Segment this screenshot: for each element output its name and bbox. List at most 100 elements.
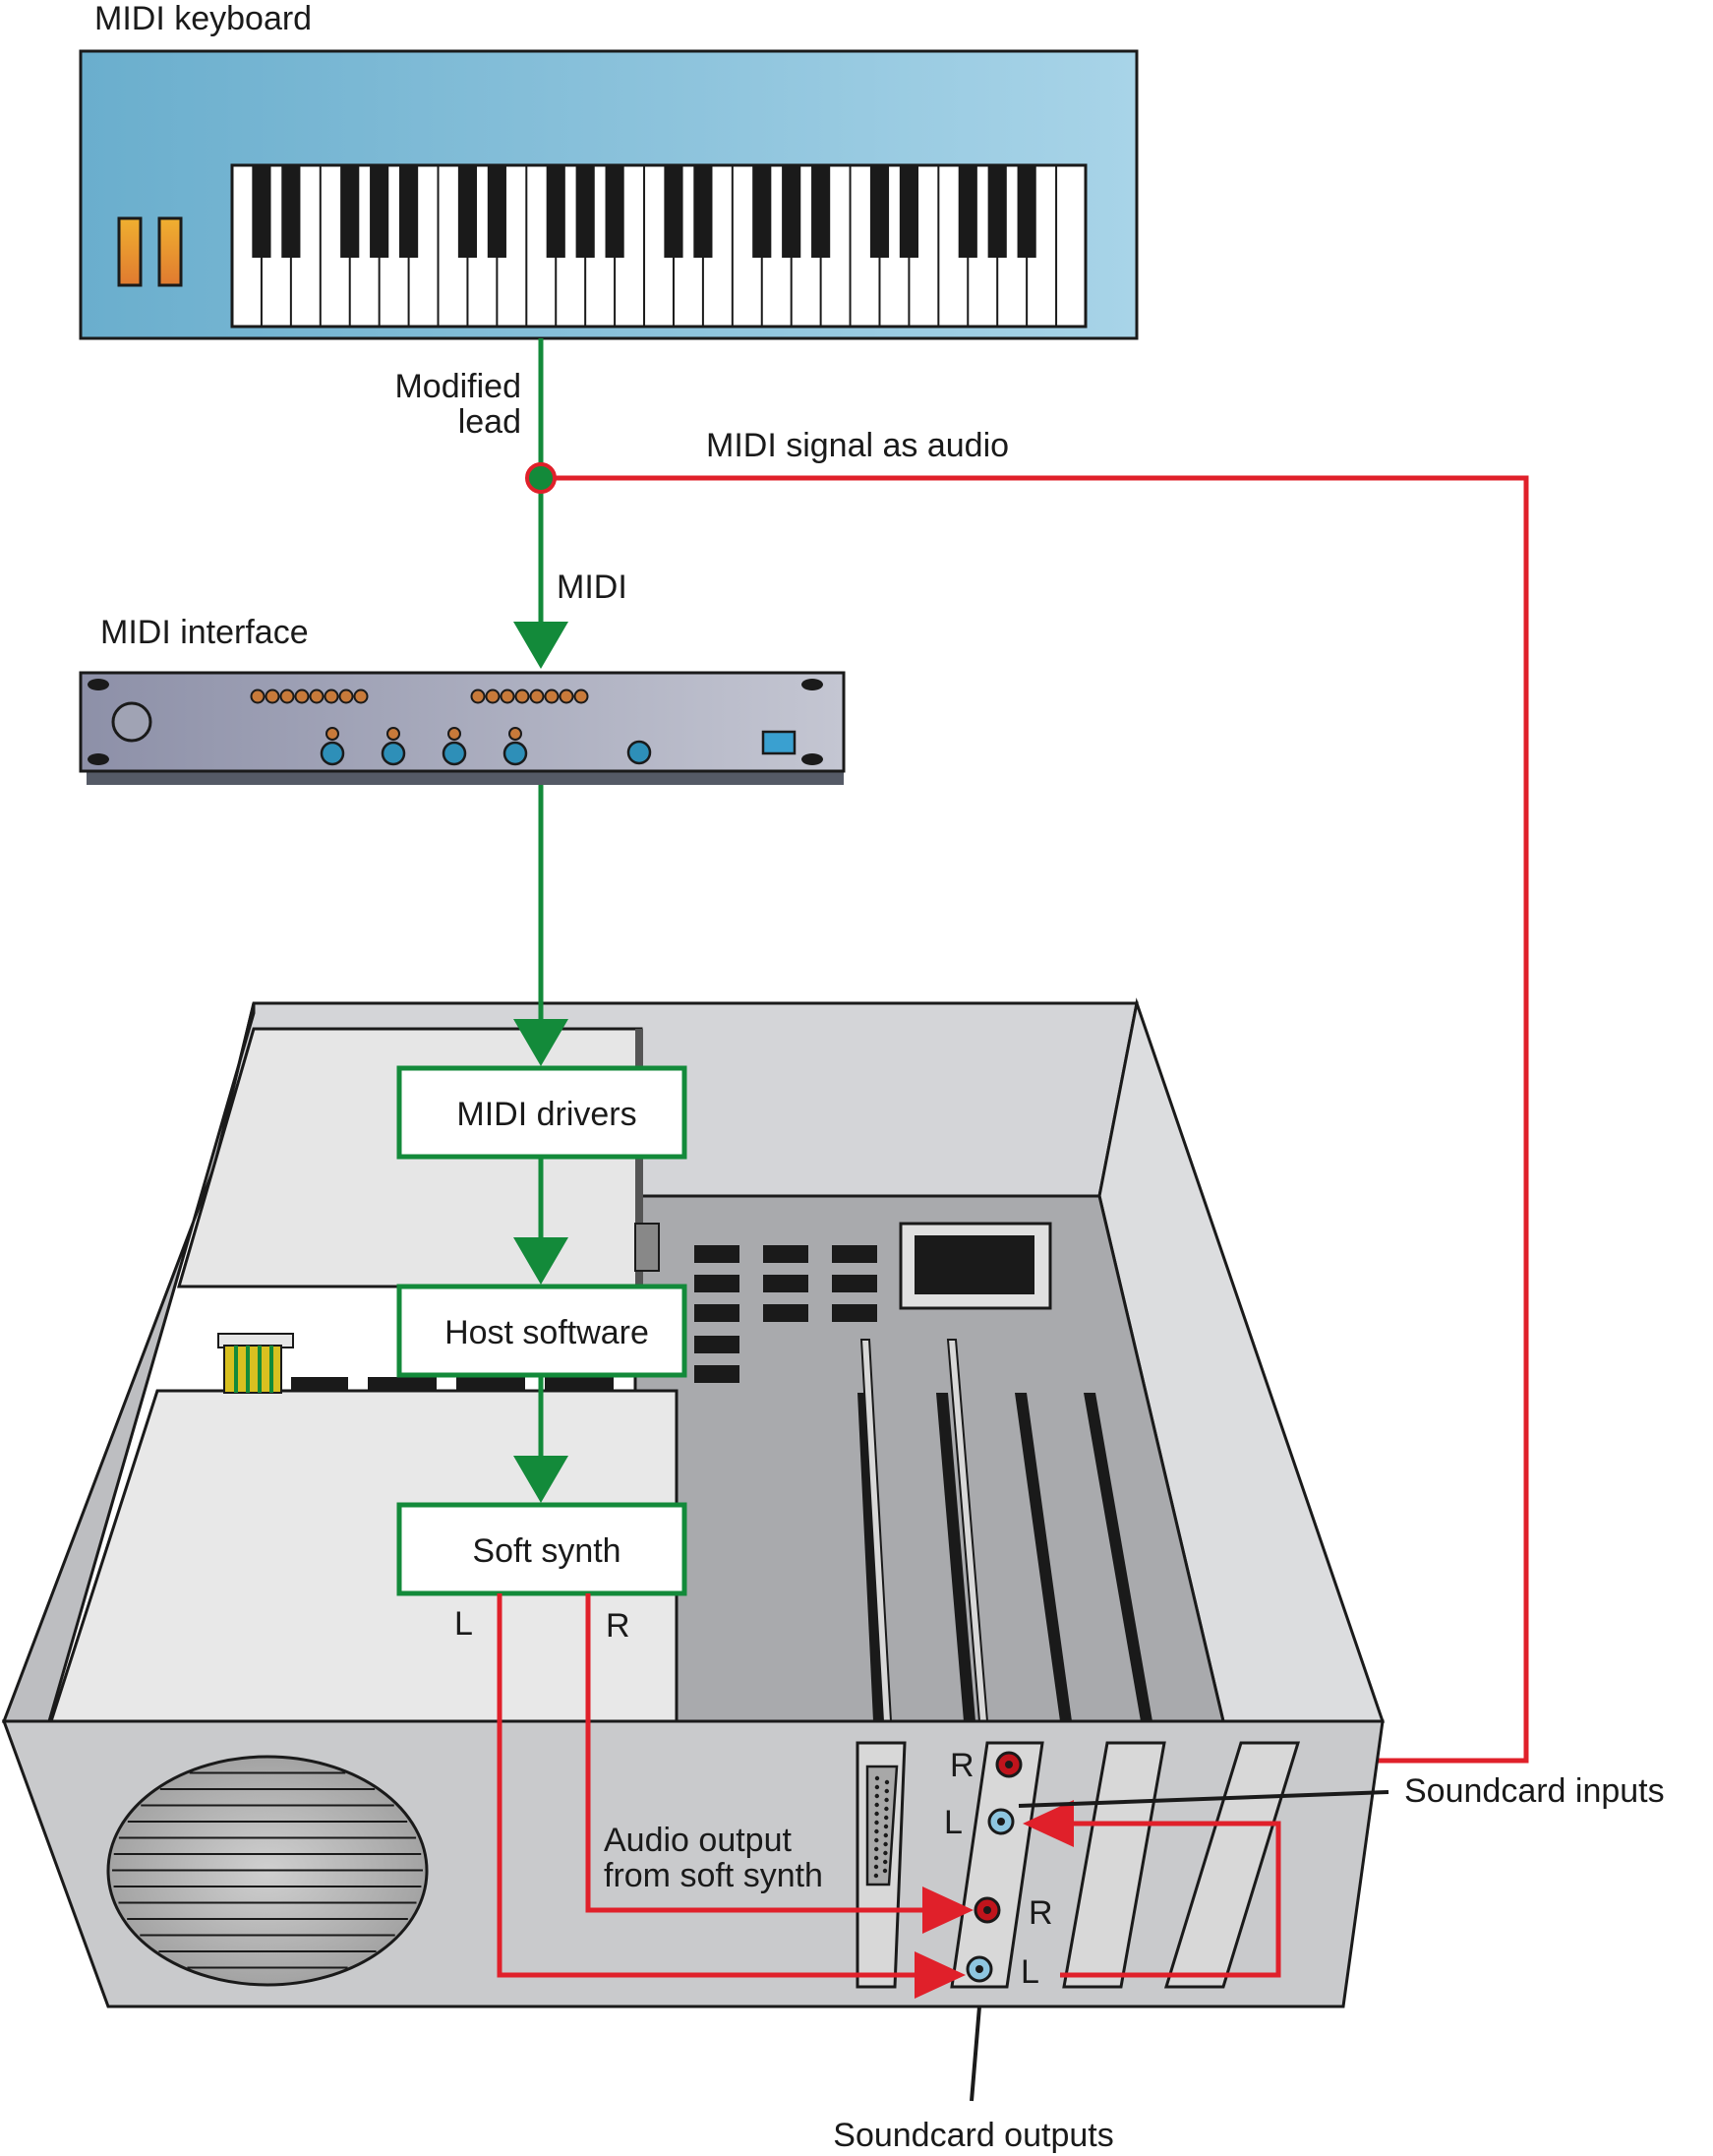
host-software-box: Host software	[396, 1284, 687, 1378]
port-pin	[874, 1793, 879, 1799]
rack-hole-tr	[801, 679, 823, 690]
label-soundcard-outputs: Soundcard outputs	[833, 2117, 1113, 2154]
slot-plate-1	[1062, 1741, 1166, 1989]
port-pin	[874, 1784, 880, 1790]
label-host-software: Host software	[444, 1314, 649, 1351]
black-key	[487, 165, 506, 258]
black-key	[782, 165, 801, 258]
label-midi-keyboard: MIDI keyboard	[94, 0, 312, 37]
led	[514, 689, 530, 704]
chip	[694, 1245, 739, 1263]
fan-vent	[106, 1755, 429, 1987]
led	[338, 689, 354, 704]
label-output-left: L	[1021, 1953, 1039, 1991]
synth-r-line	[585, 1593, 942, 1913]
chip	[832, 1275, 877, 1292]
serial-port-plate	[856, 1741, 907, 1989]
midi-path	[513, 338, 568, 669]
knob	[442, 741, 467, 766]
label-input-right: R	[950, 1747, 975, 1784]
label-soundcard-inputs: Soundcard inputs	[1404, 1772, 1665, 1810]
chip	[694, 1304, 739, 1322]
cpu-chip	[915, 1235, 1034, 1294]
led	[353, 689, 369, 704]
small-led	[508, 727, 522, 741]
port-pin	[873, 1864, 879, 1870]
chip	[763, 1245, 808, 1263]
led	[324, 689, 339, 704]
port-pin	[874, 1775, 880, 1781]
black-key	[693, 165, 713, 258]
black-keys	[252, 165, 1036, 258]
knob-row	[320, 727, 528, 766]
arrow-host-software	[513, 1237, 568, 1285]
black-key	[281, 165, 301, 258]
splitter-node	[525, 462, 557, 494]
knob	[502, 741, 528, 766]
label-modified-lead-1: Modified	[394, 368, 521, 405]
slot-plate-2	[1163, 1741, 1301, 1989]
black-key	[252, 165, 271, 258]
synth-l-line	[497, 1593, 932, 1978]
soundcard-input-l-arrow	[1023, 1800, 1074, 1847]
port-pin	[883, 1841, 888, 1847]
chip	[832, 1304, 877, 1322]
drive-bay-notch	[634, 1223, 660, 1272]
led	[470, 689, 486, 704]
black-key	[546, 165, 565, 258]
small-led	[386, 727, 400, 741]
led	[485, 689, 501, 704]
motherboard-chips	[694, 1245, 877, 1383]
led	[265, 689, 280, 704]
midi-drivers-box: MIDI drivers	[396, 1065, 687, 1160]
chip	[763, 1304, 808, 1322]
pitch-wheel	[117, 216, 143, 287]
chip	[694, 1275, 739, 1292]
label-input-left: L	[944, 1804, 963, 1841]
rack-hole-br	[801, 753, 823, 765]
port-pin	[883, 1824, 889, 1829]
expansion-slots	[857, 1339, 1152, 1722]
label-soft-synth: Soft synth	[472, 1532, 620, 1570]
led	[309, 689, 325, 704]
black-key	[605, 165, 624, 258]
port-pin	[873, 1855, 879, 1861]
synth-r-arrow	[922, 1886, 974, 1934]
cable-strips	[291, 1377, 614, 1391]
port-pin	[884, 1815, 889, 1821]
label-audio-output-1: Audio output	[604, 1822, 792, 1859]
synth-l-arrow	[915, 1951, 966, 1999]
chip	[694, 1365, 739, 1383]
port-pin	[873, 1873, 879, 1879]
black-key	[664, 165, 683, 258]
black-key	[987, 165, 1007, 258]
port-pin	[883, 1859, 888, 1865]
chip	[832, 1245, 877, 1263]
knob	[381, 741, 406, 766]
label-midi-drivers: MIDI drivers	[456, 1096, 636, 1133]
port-pin	[884, 1806, 889, 1812]
led	[500, 689, 515, 704]
led-row	[250, 689, 589, 704]
loopback-line	[1056, 1821, 1281, 1978]
label-output-right: R	[1029, 1894, 1053, 1932]
black-key	[811, 165, 831, 258]
midi-arrow-interface	[513, 622, 568, 669]
mod-wheel	[157, 216, 183, 287]
black-key	[575, 165, 595, 258]
port-pin	[883, 1850, 888, 1856]
label-midi: MIDI	[557, 569, 627, 606]
callout-soundcard-inputs	[1018, 1790, 1389, 1808]
port-pin	[874, 1811, 879, 1817]
black-key	[869, 165, 890, 258]
black-key	[370, 165, 389, 258]
port-pin	[884, 1779, 890, 1785]
rack-hole-bl	[88, 753, 109, 765]
label-midi-signal-as-audio: MIDI signal as audio	[706, 427, 1009, 464]
port-pin	[884, 1797, 889, 1803]
chip	[694, 1336, 739, 1353]
knob	[320, 741, 345, 766]
black-key	[457, 165, 478, 258]
